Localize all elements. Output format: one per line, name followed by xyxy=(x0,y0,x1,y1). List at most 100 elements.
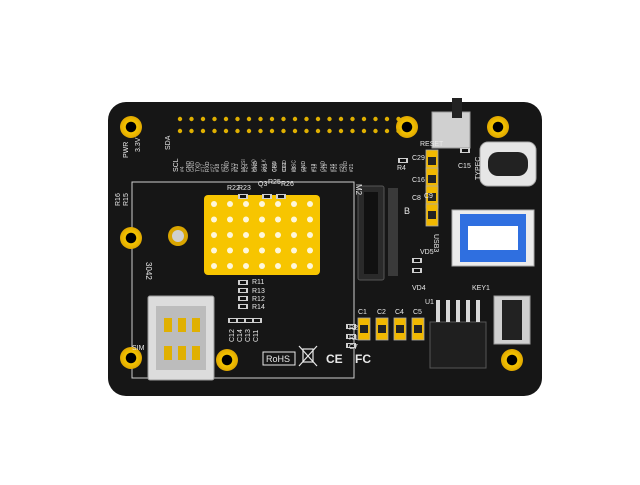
mounting-hole xyxy=(120,227,142,249)
heatsink-fin xyxy=(227,247,233,254)
standoff-hole xyxy=(172,230,184,242)
gpio-pin-label: GND xyxy=(190,161,196,173)
sim-pins xyxy=(164,318,200,360)
silk-c4: C4 xyxy=(395,309,404,316)
gpio-pin-label: GND xyxy=(224,161,230,173)
heatsink-fin xyxy=(259,201,265,207)
gpio-pin xyxy=(177,128,183,134)
gpio-pin-label: #17 xyxy=(200,163,206,172)
gpio-pin xyxy=(281,116,286,122)
silk-c1: C1 xyxy=(358,309,367,316)
heatsink-fin xyxy=(275,263,281,269)
gpio-pin xyxy=(269,116,275,122)
gpio-pin-label: SCLK xyxy=(262,158,268,172)
heatsink-fin xyxy=(211,263,217,269)
usb3-tongue xyxy=(468,226,518,250)
silk-r26: R26 xyxy=(281,181,294,188)
gpio-pin-label: TXD xyxy=(196,162,202,172)
heatsink-fin xyxy=(243,232,249,238)
m2-slot xyxy=(364,192,378,274)
gpio-pin-label: #6 xyxy=(302,166,308,172)
heatsink-fin xyxy=(307,216,313,223)
heatsink-fin xyxy=(307,232,313,238)
smd-body xyxy=(230,319,236,322)
heatsink-fin xyxy=(211,216,217,223)
key1-switch-knob xyxy=(502,300,522,340)
heatsink-fin xyxy=(211,247,217,254)
heatsink-fin xyxy=(275,216,281,223)
silk-c11: C11 xyxy=(253,330,260,342)
gpio-pin xyxy=(327,116,332,122)
capacitor-band xyxy=(360,325,368,333)
silk-typec: TYPEC xyxy=(475,157,482,180)
silk-r15: R15 xyxy=(123,193,130,206)
smd-body xyxy=(254,319,260,322)
heatsink-fin xyxy=(243,247,249,254)
silk-c2: C2 xyxy=(377,309,386,316)
gpio-pin-label: GND xyxy=(343,161,349,173)
sim-contact xyxy=(178,346,186,360)
heatsink-fin xyxy=(291,247,297,254)
gpio-pin xyxy=(246,128,252,134)
weee-bin-icon xyxy=(298,345,318,367)
sim-contact xyxy=(164,318,172,332)
gpio-pin-label: MISO xyxy=(251,159,257,172)
heatsink-fin xyxy=(227,232,233,238)
gpio-pin xyxy=(292,116,298,122)
gpio-pin-label: #5 xyxy=(292,166,298,172)
heatsink-fin xyxy=(259,232,265,238)
gpio-pin xyxy=(396,128,401,134)
gpio-pin-label: #26 xyxy=(333,163,339,172)
silk-c5: C5 xyxy=(413,309,422,316)
gpio-pin xyxy=(304,116,309,122)
gpio-pin xyxy=(327,128,332,134)
gpio-pin xyxy=(396,116,401,122)
reset-switch xyxy=(431,111,471,149)
gpio-pin xyxy=(281,128,286,134)
heatsink-fin xyxy=(307,201,313,207)
heatsink-fin xyxy=(227,216,233,223)
yellow-capacitors xyxy=(357,149,439,341)
gpio-pin-label: GND xyxy=(253,161,259,173)
silk-r22: R22 xyxy=(227,185,240,192)
mounting-hole xyxy=(396,116,418,138)
gpio-pin xyxy=(235,116,240,122)
silk-c15: C15 xyxy=(458,163,471,170)
heatsink-fin xyxy=(259,247,265,254)
gpio-pin xyxy=(373,128,378,134)
mounting-holes xyxy=(120,116,523,371)
mounting-hole xyxy=(120,347,142,369)
u1-pins xyxy=(436,300,480,322)
smd-body xyxy=(348,344,354,347)
silk-c9: C9 xyxy=(424,193,433,200)
gpio-pin xyxy=(350,128,355,134)
gpio-pin xyxy=(350,116,355,122)
gpio-pin xyxy=(258,116,263,122)
heatsink-fin xyxy=(275,201,281,207)
silk-r12: R12 xyxy=(252,296,265,303)
silk-vd5: VD5 xyxy=(420,249,434,256)
capacitor-band xyxy=(428,175,436,183)
gpio-header xyxy=(177,116,401,134)
gpio-pin-label: GND xyxy=(186,161,192,173)
silk-usb3: USB3 xyxy=(432,234,439,252)
heatsink-fin xyxy=(291,201,297,207)
gpio-pin-label: #4 xyxy=(180,166,186,172)
silk-r1: R1 xyxy=(349,335,358,342)
silk-r2: R2 xyxy=(349,325,358,332)
mounting-hole xyxy=(487,116,509,138)
heatsink-fin xyxy=(259,263,265,269)
gpio-pin-label: MOSI xyxy=(241,159,247,172)
silk-q3: Q3 xyxy=(258,181,267,188)
gpio-pin xyxy=(223,128,229,134)
silk-3042: 3042 xyxy=(144,262,153,280)
smd-body xyxy=(240,297,246,300)
silk-b: B xyxy=(404,206,410,216)
silk-c29: C29 xyxy=(412,155,425,162)
capacitor-band xyxy=(428,193,436,201)
sim-contact xyxy=(192,346,200,360)
gpio-pin-label: #27 xyxy=(211,163,217,172)
module-outline xyxy=(131,181,355,379)
m2-latch xyxy=(388,188,398,276)
